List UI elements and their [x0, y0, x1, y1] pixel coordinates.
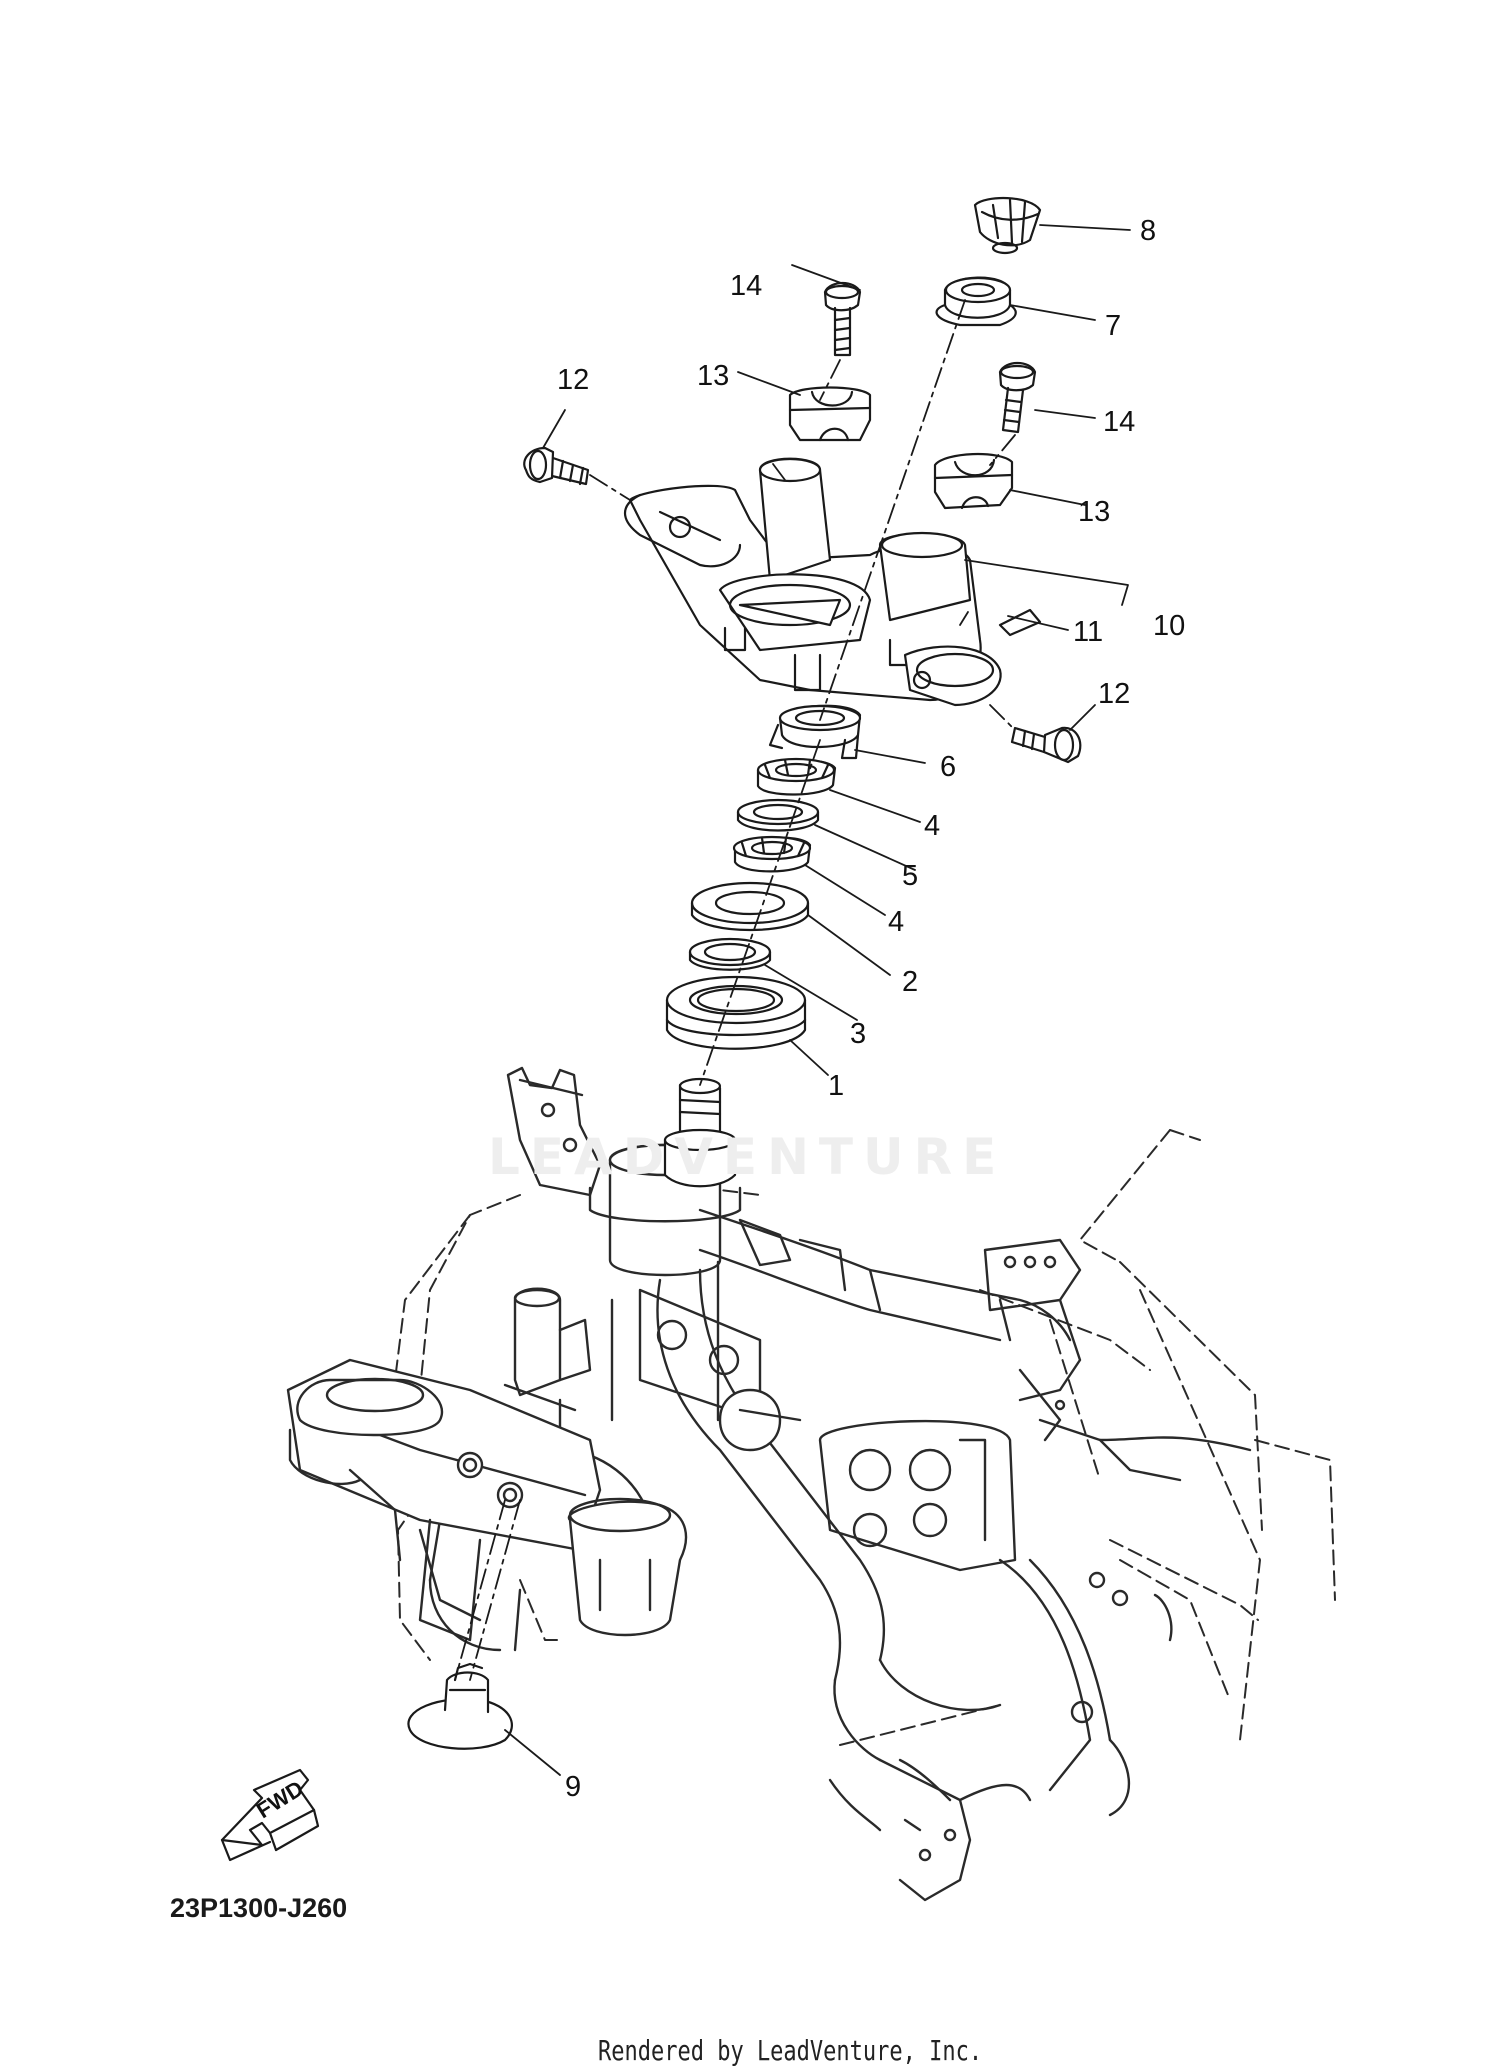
- callout-10: 10: [1153, 610, 1186, 642]
- callout-13-left: 13: [697, 360, 730, 392]
- callout-4-lower: 4: [888, 906, 905, 938]
- footer-credit: Rendered by LeadVenture, Inc.: [598, 2036, 983, 2068]
- part-8-cap: [973, 196, 1042, 255]
- part-11-label: [998, 608, 1042, 637]
- part-1-bearing: [665, 975, 807, 1050]
- callout-5: 5: [902, 860, 919, 892]
- part-4-ring-nut-upper: [756, 757, 837, 796]
- callout-14-left: 14: [730, 270, 763, 302]
- part-5-washer: [736, 798, 820, 832]
- part-2-dust-seal: [690, 881, 810, 932]
- callout-7: 7: [1105, 310, 1122, 342]
- callout-leader-lines: [504, 224, 1131, 1776]
- part-3-race: [688, 937, 772, 971]
- part-14-bolt-left: [823, 281, 862, 357]
- callout-8: 8: [1140, 215, 1157, 247]
- part-9-cap: [407, 1662, 513, 1750]
- callout-1: 1: [828, 1070, 845, 1102]
- callout-9: 9: [565, 1771, 582, 1803]
- callout-14-right: 14: [1103, 406, 1136, 438]
- steering-stem-shaft: [663, 1077, 737, 1188]
- callout-11: 11: [1073, 616, 1104, 648]
- callout-12-lower: 12: [1098, 678, 1131, 710]
- part-4-ring-nut-lower: [732, 835, 812, 873]
- callout-2: 2: [902, 966, 919, 998]
- callout-4-upper: 4: [924, 810, 941, 842]
- part-12-bolt-upper: [523, 446, 590, 486]
- part-13-holder-left: [788, 386, 872, 442]
- frame-drawing: [286, 1066, 1336, 1902]
- upper-triple-clamp: [623, 457, 1002, 707]
- callout-6: 6: [940, 751, 957, 783]
- part-12-bolt-lower: [1010, 726, 1082, 764]
- diagram-code: 23P1300-J260: [170, 1893, 348, 1923]
- part-6-lock-washer: [768, 704, 862, 760]
- callout-13-right: 13: [1078, 496, 1111, 528]
- callout-12-upper: 12: [557, 364, 590, 396]
- fwd-arrow-icon: [220, 1768, 320, 1862]
- part-14-bolt-right: [998, 361, 1037, 434]
- callout-3: 3: [850, 1018, 867, 1050]
- watermark: LEADVENTURE: [488, 1128, 1007, 1186]
- assembly-axis-lines: [454, 299, 1016, 1681]
- part-13-holder-right: [933, 453, 1014, 510]
- part-7-nut: [935, 276, 1017, 327]
